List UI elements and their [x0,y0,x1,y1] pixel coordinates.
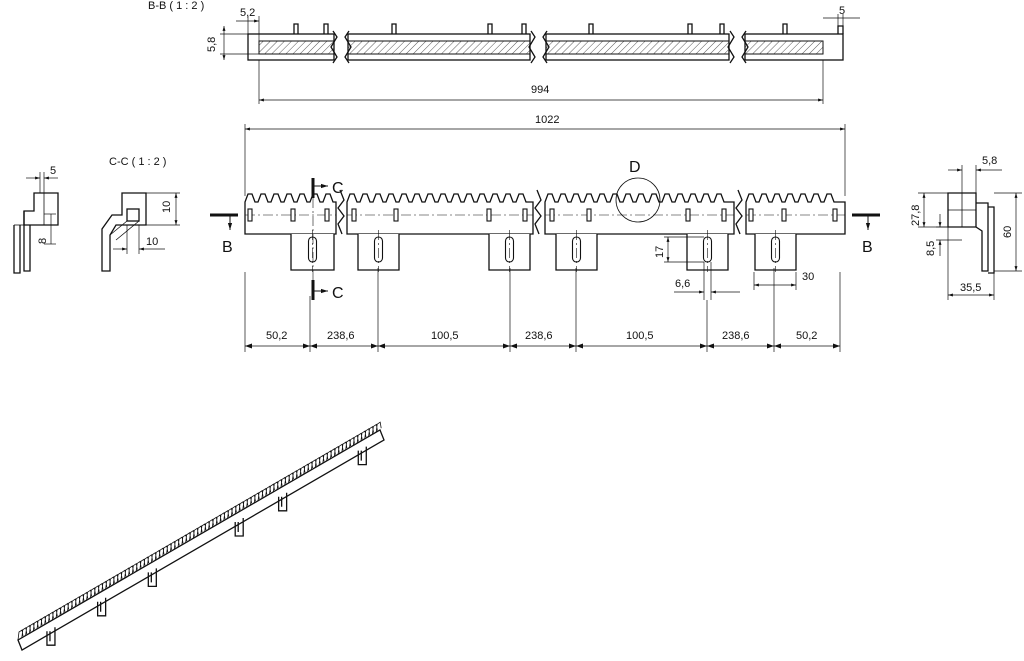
detail-d-marker: D [615,159,661,223]
bb-dim-right: 5 [839,5,845,17]
front-dim-overall: 1022 [535,114,559,126]
iso-mounting-tab [234,518,244,537]
section-cc-view: C-C ( 1 : 2 ) 10 10 [101,156,180,272]
rack-hole [351,208,357,222]
iso-rack-teeth [17,421,382,641]
rack-hole [685,208,691,222]
isometric-rack-view [17,421,385,651]
cut-b-right: B [862,239,873,256]
rack-hole [832,208,838,222]
cc-dim-width: 10 [146,236,158,248]
dim-b2: 100,5 [431,330,459,342]
iso-mounting-tab [96,597,107,617]
dim-b6: 50,2 [796,330,817,342]
right-dim-8: 8,5 [925,241,937,256]
rack-hole [748,208,754,222]
cut-c-bottom: C [332,285,344,302]
left-dim-side: 8 [37,238,49,244]
dim-b1: 238,6 [327,330,355,342]
iso-mounting-tab [277,492,288,512]
dim-tab-width: 30 [802,271,814,283]
cc-title: C-C ( 1 : 2 ) [109,156,166,168]
dim-b0: 50,2 [266,330,287,342]
right-side-view: 5,8 27,8 8,5 60 35,5 [910,155,1022,300]
right-dim-top: 5,8 [982,155,997,167]
dim-slot-width: 6,6 [675,278,690,290]
bb-dim-left: 5,2 [240,7,255,19]
rack-segment [544,193,735,235]
cut-b-left: B [222,239,233,256]
slot-dimensions: 17 6,6 30 [654,236,814,300]
bb-dim-length: 994 [531,84,549,96]
break-mark [337,189,345,235]
rack-segment [745,193,846,235]
cut-c-top: C [332,180,344,197]
rack-hole [549,208,555,222]
iso-mounting-tab [46,627,56,646]
rack-hole [247,208,253,222]
front-view: 1022 B B C C D [210,114,880,352]
dim-b3: 238,6 [525,330,553,342]
section-bb-view: B-B ( 1 : 2 ) 5,8 [148,0,860,104]
iso-rack-body [17,429,385,651]
detail-d-label: D [629,159,641,176]
right-dim-35: 35,5 [960,282,981,294]
front-overall-dim: 1022 [244,114,846,196]
rack-segment [346,193,534,235]
dim-b5: 238,6 [722,330,750,342]
rack-hole [781,208,787,222]
dim-b4: 100,5 [626,330,654,342]
rack-hole [721,208,727,222]
bb-title: B-B ( 1 : 2 ) [148,0,204,12]
rack-body [244,189,846,272]
rack-hole [393,208,399,222]
break-mark [735,189,743,235]
right-dim-60: 60 [1002,226,1014,238]
rack-hole [324,208,330,222]
bb-dimensions: 5,8 5,2 5 994 [206,5,860,104]
right-dim-27: 27,8 [910,205,922,226]
dim-slot-height: 17 [654,246,666,258]
rack-hole [290,208,296,222]
cut-markers: B B C C [210,178,880,302]
cc-dim-height: 10 [161,201,173,213]
iso-mounting-tab [147,568,157,588]
bottom-chain-dims: 50,2 238,6 100,5 238,6 100,5 238,6 50,2 [244,268,841,352]
rack-hole [586,208,592,222]
bb-dim-height: 5,8 [206,37,218,52]
left-dim-top: 5 [50,165,56,177]
iso-mounting-tab [357,446,367,466]
rack-hole [522,208,528,222]
rack-hole [486,208,492,222]
bb-bar [247,23,844,64]
left-side-view: 5 8 [13,165,59,274]
break-mark [534,189,542,235]
